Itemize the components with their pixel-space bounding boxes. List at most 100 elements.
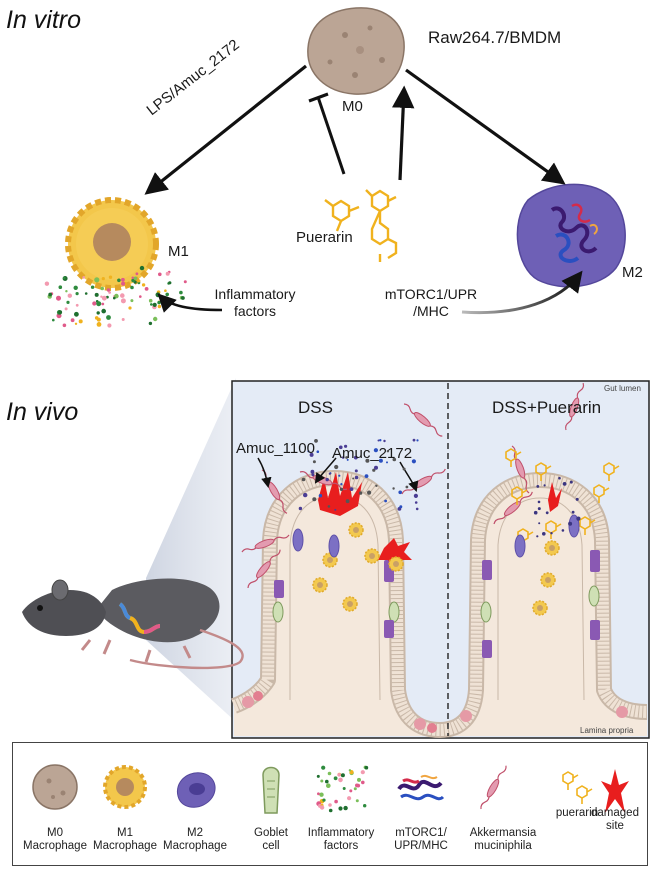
particle — [353, 455, 358, 460]
particle — [378, 458, 383, 463]
particle — [328, 808, 333, 813]
mouse-illustration — [22, 578, 244, 670]
particle — [106, 295, 109, 299]
particle — [414, 501, 418, 504]
legend-item-puerarin: puerarin — [541, 743, 613, 865]
particle — [568, 521, 573, 526]
dss-lesions — [318, 472, 412, 570]
particle — [135, 272, 139, 276]
particle — [536, 535, 539, 538]
particle — [537, 507, 541, 511]
pathway-label: mTORC1/UPR /MHC — [378, 286, 484, 320]
particle — [326, 783, 331, 788]
particle — [358, 491, 363, 495]
particle — [64, 307, 68, 311]
particle — [319, 792, 324, 797]
particle — [416, 439, 419, 442]
m2-label: M2 — [622, 264, 643, 281]
particle — [56, 295, 61, 301]
particle — [96, 301, 102, 307]
particle — [121, 318, 125, 321]
particle — [319, 805, 325, 810]
particle — [538, 522, 541, 525]
particle — [298, 506, 303, 511]
particle — [340, 483, 343, 486]
particle — [165, 271, 170, 276]
particle — [334, 464, 339, 470]
particle — [317, 792, 320, 796]
particle — [52, 318, 55, 322]
particle — [312, 460, 316, 464]
particle — [120, 293, 125, 298]
in-vitro-arrows — [144, 64, 583, 315]
particle — [62, 323, 67, 328]
particle — [386, 450, 390, 453]
puerarin-molecule — [324, 189, 398, 262]
particle — [337, 773, 341, 777]
particle — [412, 438, 416, 442]
particle — [374, 465, 378, 470]
particle — [348, 769, 352, 772]
particle — [364, 474, 369, 478]
particle — [107, 323, 112, 328]
particle — [82, 276, 85, 279]
gut-lumen-label: Gut lumen — [604, 384, 641, 393]
particle — [310, 469, 315, 474]
particle — [133, 276, 138, 281]
particle — [181, 296, 185, 300]
particle — [338, 806, 343, 811]
m1-label: M1 — [168, 243, 189, 260]
m2-macrophage-icon — [177, 772, 216, 808]
particle — [550, 532, 553, 535]
particle — [75, 303, 79, 307]
legend-label-mtorc1: mTORC1/UPR/MHC — [394, 827, 448, 852]
dss-puerarin-panel-title: DSS+Puerarin — [492, 398, 602, 417]
particle — [307, 450, 310, 453]
particle — [96, 322, 102, 327]
particle — [392, 457, 397, 462]
particle — [402, 467, 406, 471]
m0-macrophage — [307, 7, 405, 95]
m0-label: M0 — [342, 98, 363, 115]
particle — [334, 799, 338, 804]
particle — [322, 798, 326, 802]
particle — [411, 459, 416, 464]
particle — [113, 296, 116, 300]
particle — [101, 277, 105, 281]
particle — [164, 289, 167, 293]
particle — [48, 292, 53, 297]
particle — [354, 475, 359, 480]
particle — [377, 439, 380, 442]
particle — [153, 316, 158, 322]
particle — [121, 281, 126, 286]
particle — [70, 318, 75, 323]
in-vitro-title: In vitro — [6, 6, 82, 34]
particle — [399, 505, 403, 509]
particle — [345, 499, 350, 504]
particle — [101, 308, 106, 314]
particle — [74, 322, 78, 325]
cell-line-label: Raw264.7/BMDM — [428, 28, 562, 47]
particle — [575, 497, 579, 501]
m2-macrophage — [516, 183, 626, 288]
particle — [398, 490, 403, 495]
particle — [67, 293, 73, 298]
legend-item-mtorc1: mTORC1/UPR/MHC — [385, 743, 457, 865]
particle — [108, 275, 113, 279]
mtorc1-upr-mhc-icon — [397, 774, 445, 801]
particle — [356, 783, 361, 788]
particle — [569, 480, 573, 484]
particle — [106, 315, 111, 320]
particle — [328, 803, 332, 807]
inflammatory-label-line-2: factors — [233, 303, 276, 319]
particle — [78, 319, 83, 324]
magnification-beam — [146, 378, 236, 722]
particle — [341, 456, 345, 459]
tissue-panel — [230, 380, 650, 739]
